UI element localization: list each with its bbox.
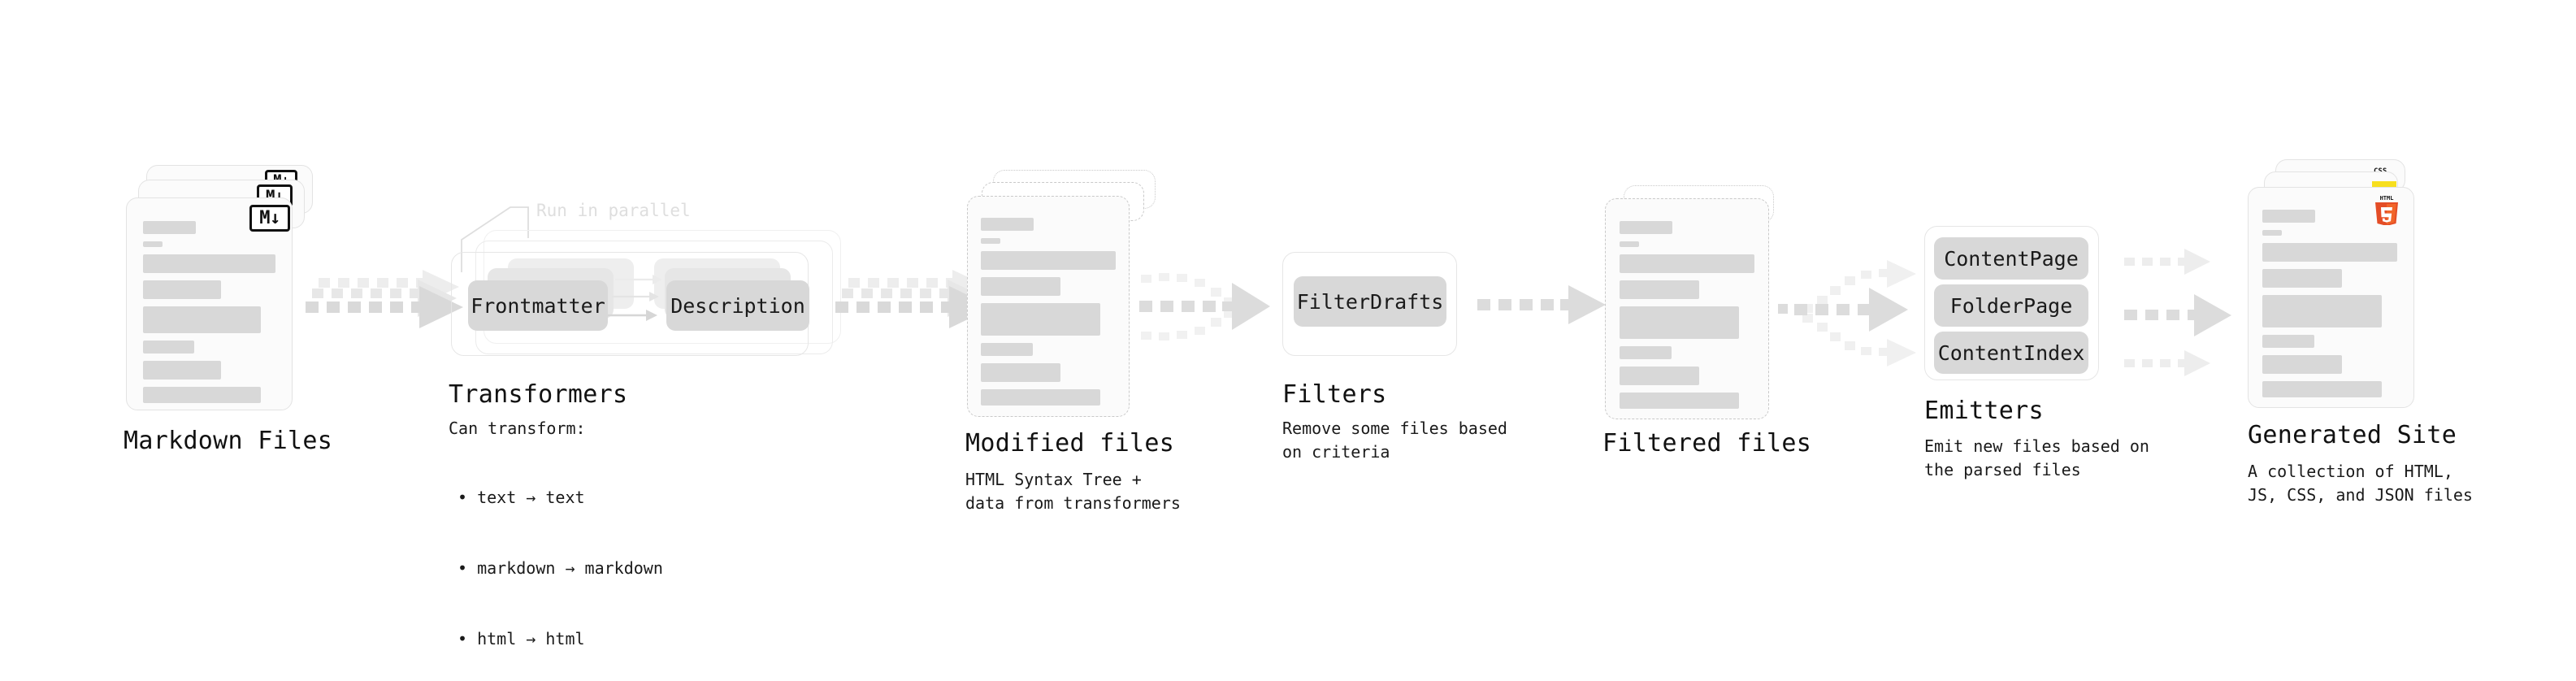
placeholder-bar [143, 254, 275, 273]
markdown-icon-label: M↓ [259, 207, 280, 228]
placeholder-bar [2262, 355, 2342, 374]
placeholder-bar [1620, 367, 1699, 385]
placeholder-bar [143, 280, 221, 299]
emitters-subcaption: Emit new files based on the parsed files [1924, 436, 2149, 479]
filters-group-box [1282, 252, 1457, 356]
run-in-parallel-label: Run in parallel [536, 201, 691, 220]
modified-file-placeholder-lines [981, 218, 1119, 413]
emitters-group-box [1924, 226, 2099, 380]
placeholder-bar [981, 218, 1034, 231]
stage-caption-transformers: Transformers [449, 380, 628, 409]
generated-site-subcaption: A collection of HTML, JS, CSS, and JSON … [2248, 462, 2473, 505]
arrow-modified-to-filters [1139, 273, 1270, 340]
stage-caption-modified-files: Modified files [965, 429, 1175, 458]
emitter-pill-label: FolderPage [1949, 293, 2073, 318]
placeholder-bar [2262, 269, 2342, 288]
placeholder-bar [981, 389, 1100, 406]
placeholder-bar [143, 241, 163, 247]
arrow-emitters-to-site [2124, 249, 2231, 376]
placeholder-bar [2262, 335, 2314, 348]
markdown-file-placeholder-lines [143, 221, 277, 410]
emitter-pill-contentindex[interactable]: ContentIndex [1934, 332, 2088, 374]
bullet-item: • text → text [458, 488, 585, 507]
emitter-pill-label: ContentIndex [1937, 340, 2085, 365]
placeholder-bar [143, 221, 196, 234]
run-in-parallel-bracket [461, 206, 529, 272]
placeholder-bar [143, 306, 261, 333]
bullet-item: • html → html [458, 629, 585, 648]
placeholder-bar [1620, 241, 1639, 247]
placeholder-bar [2262, 243, 2397, 262]
placeholder-bar [2262, 381, 2382, 397]
emitter-pill-folderpage[interactable]: FolderPage [1934, 284, 2088, 327]
placeholder-bar [143, 387, 261, 403]
transformer-pill-label: Description [670, 293, 805, 318]
filter-pill-filterdrafts[interactable]: FilterDrafts [1294, 276, 1446, 327]
transformer-pill-label: Frontmatter [471, 293, 605, 318]
placeholder-bar [981, 251, 1116, 270]
generated-site-placeholder-lines [2262, 210, 2400, 405]
filtered-file-placeholder-lines [1620, 221, 1758, 416]
arrow-filters-to-filtered [1477, 285, 1606, 324]
placeholder-bar [1620, 221, 1672, 234]
filters-subcaption: Remove some files based on criteria [1282, 419, 1507, 462]
placeholder-bar [1620, 254, 1754, 273]
emitter-pill-contentpage[interactable]: ContentPage [1934, 237, 2088, 280]
placeholder-bar [981, 277, 1060, 296]
arrow-filtered-to-emitters [1778, 260, 1916, 367]
arrow-markdown-to-transformers [306, 270, 463, 328]
placeholder-bar [981, 343, 1033, 356]
placeholder-bar [1620, 306, 1739, 339]
placeholder-bar [2262, 230, 2282, 236]
transformer-pill-description[interactable]: Description [666, 280, 809, 331]
html5-icon: HTML [2375, 195, 2398, 225]
placeholder-bar [143, 361, 221, 380]
placeholder-bar [2262, 295, 2382, 327]
placeholder-bar [143, 340, 194, 354]
stage-caption-filters: Filters [1282, 380, 1387, 409]
placeholder-bar [1620, 280, 1699, 299]
stage-caption-generated-site: Generated Site [2248, 421, 2457, 449]
emitter-pill-label: ContentPage [1944, 246, 2079, 271]
svg-text:HTML: HTML [2380, 195, 2394, 202]
placeholder-bar [981, 238, 1000, 244]
placeholder-bar [981, 303, 1100, 336]
stage-caption-filtered-files: Filtered files [1602, 429, 1812, 458]
filter-pill-label: FilterDrafts [1296, 289, 1444, 314]
stage-caption-emitters: Emitters [1924, 397, 2044, 425]
modified-files-subcaption: HTML Syntax Tree + data from transformer… [965, 470, 1181, 513]
placeholder-bar [981, 363, 1060, 382]
transformers-subcaption: Can transform: [449, 419, 586, 438]
transformer-pill-frontmatter[interactable]: Frontmatter [468, 280, 608, 331]
transformer-internal-arrows [605, 275, 662, 321]
placeholder-bar [2262, 210, 2315, 223]
placeholder-bar [1620, 346, 1672, 359]
markdown-icon-front: M↓ [249, 205, 290, 232]
placeholder-bar [1620, 393, 1739, 409]
transformers-bullet-list: • text → text • markdown → markdown • ht… [458, 439, 663, 681]
stage-caption-markdown-files: Markdown Files [124, 427, 333, 455]
bullet-item: • markdown → markdown [458, 558, 663, 578]
